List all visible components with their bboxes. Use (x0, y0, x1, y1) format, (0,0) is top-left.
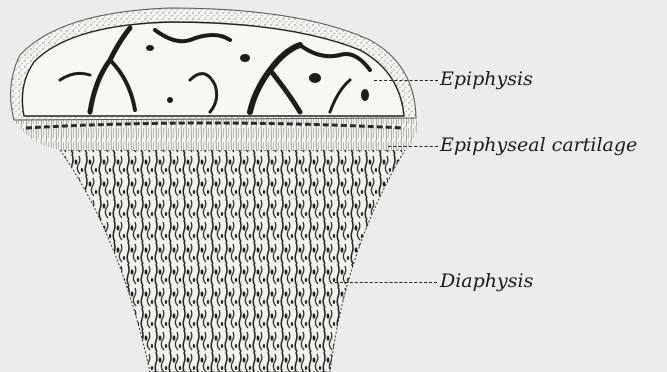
epiphysis-label: Epiphysis (440, 70, 533, 89)
diaphysis-shape (60, 150, 405, 372)
epiphysis-leader (374, 80, 438, 81)
diaphysis-leader (335, 282, 437, 283)
diaphysis-label: Diaphysis (440, 272, 533, 291)
epiphyseal-cartilage-label: Epiphyseal cartilage (440, 136, 637, 155)
epiphyseal-cartilage-leader (388, 146, 438, 147)
